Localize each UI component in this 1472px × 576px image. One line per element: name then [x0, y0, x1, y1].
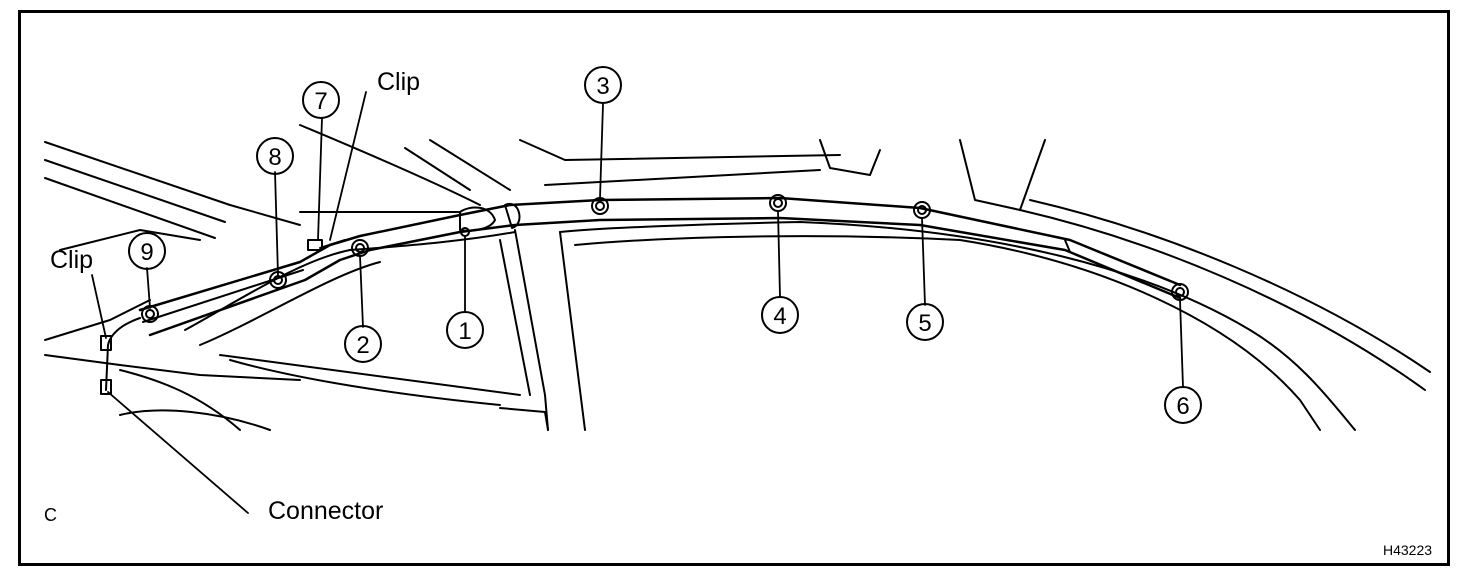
callout-number-5: 5: [918, 310, 931, 337]
airbag-assembly: [138, 196, 1182, 337]
callout-circle-3: [584, 66, 622, 104]
callout-circle-8: [256, 137, 294, 175]
figure-id: H43223: [1383, 542, 1433, 558]
mounting-bolts: [141, 194, 1189, 323]
callout-number-4: 4: [773, 303, 786, 330]
callout-number-2: 2: [356, 332, 369, 359]
callout-number-7: 7: [314, 88, 327, 115]
callout-circle-5: [906, 303, 944, 341]
leader-lines: [91, 91, 1184, 514]
callout-number-3: 3: [596, 73, 609, 100]
callout-circle-1: [446, 311, 484, 349]
callout-number-8: 8: [268, 144, 281, 171]
callout-circles: [128, 66, 1202, 424]
callout-circle-6: [1164, 386, 1202, 424]
view-label: C: [44, 505, 57, 525]
clip-label-top: Clip: [377, 68, 421, 96]
callout-number-9: 9: [140, 239, 153, 266]
callout-circle-4: [761, 296, 799, 334]
callout-circle-9: [128, 232, 166, 270]
clip-label-left: Clip: [50, 246, 94, 274]
callout-circle-7: [302, 81, 340, 119]
vehicle-body-lines: [44, 124, 1431, 431]
callout-number-6: 6: [1176, 393, 1189, 420]
callout-number-1: 1: [458, 318, 471, 345]
connector-label: Connector: [268, 497, 384, 525]
callout-numbers: 1 2 3 4 5 6 7 8 9: [140, 73, 1189, 420]
diagram-frame: [18, 10, 1450, 566]
wire-harness: [100, 239, 346, 395]
callout-circle-2: [344, 325, 382, 363]
